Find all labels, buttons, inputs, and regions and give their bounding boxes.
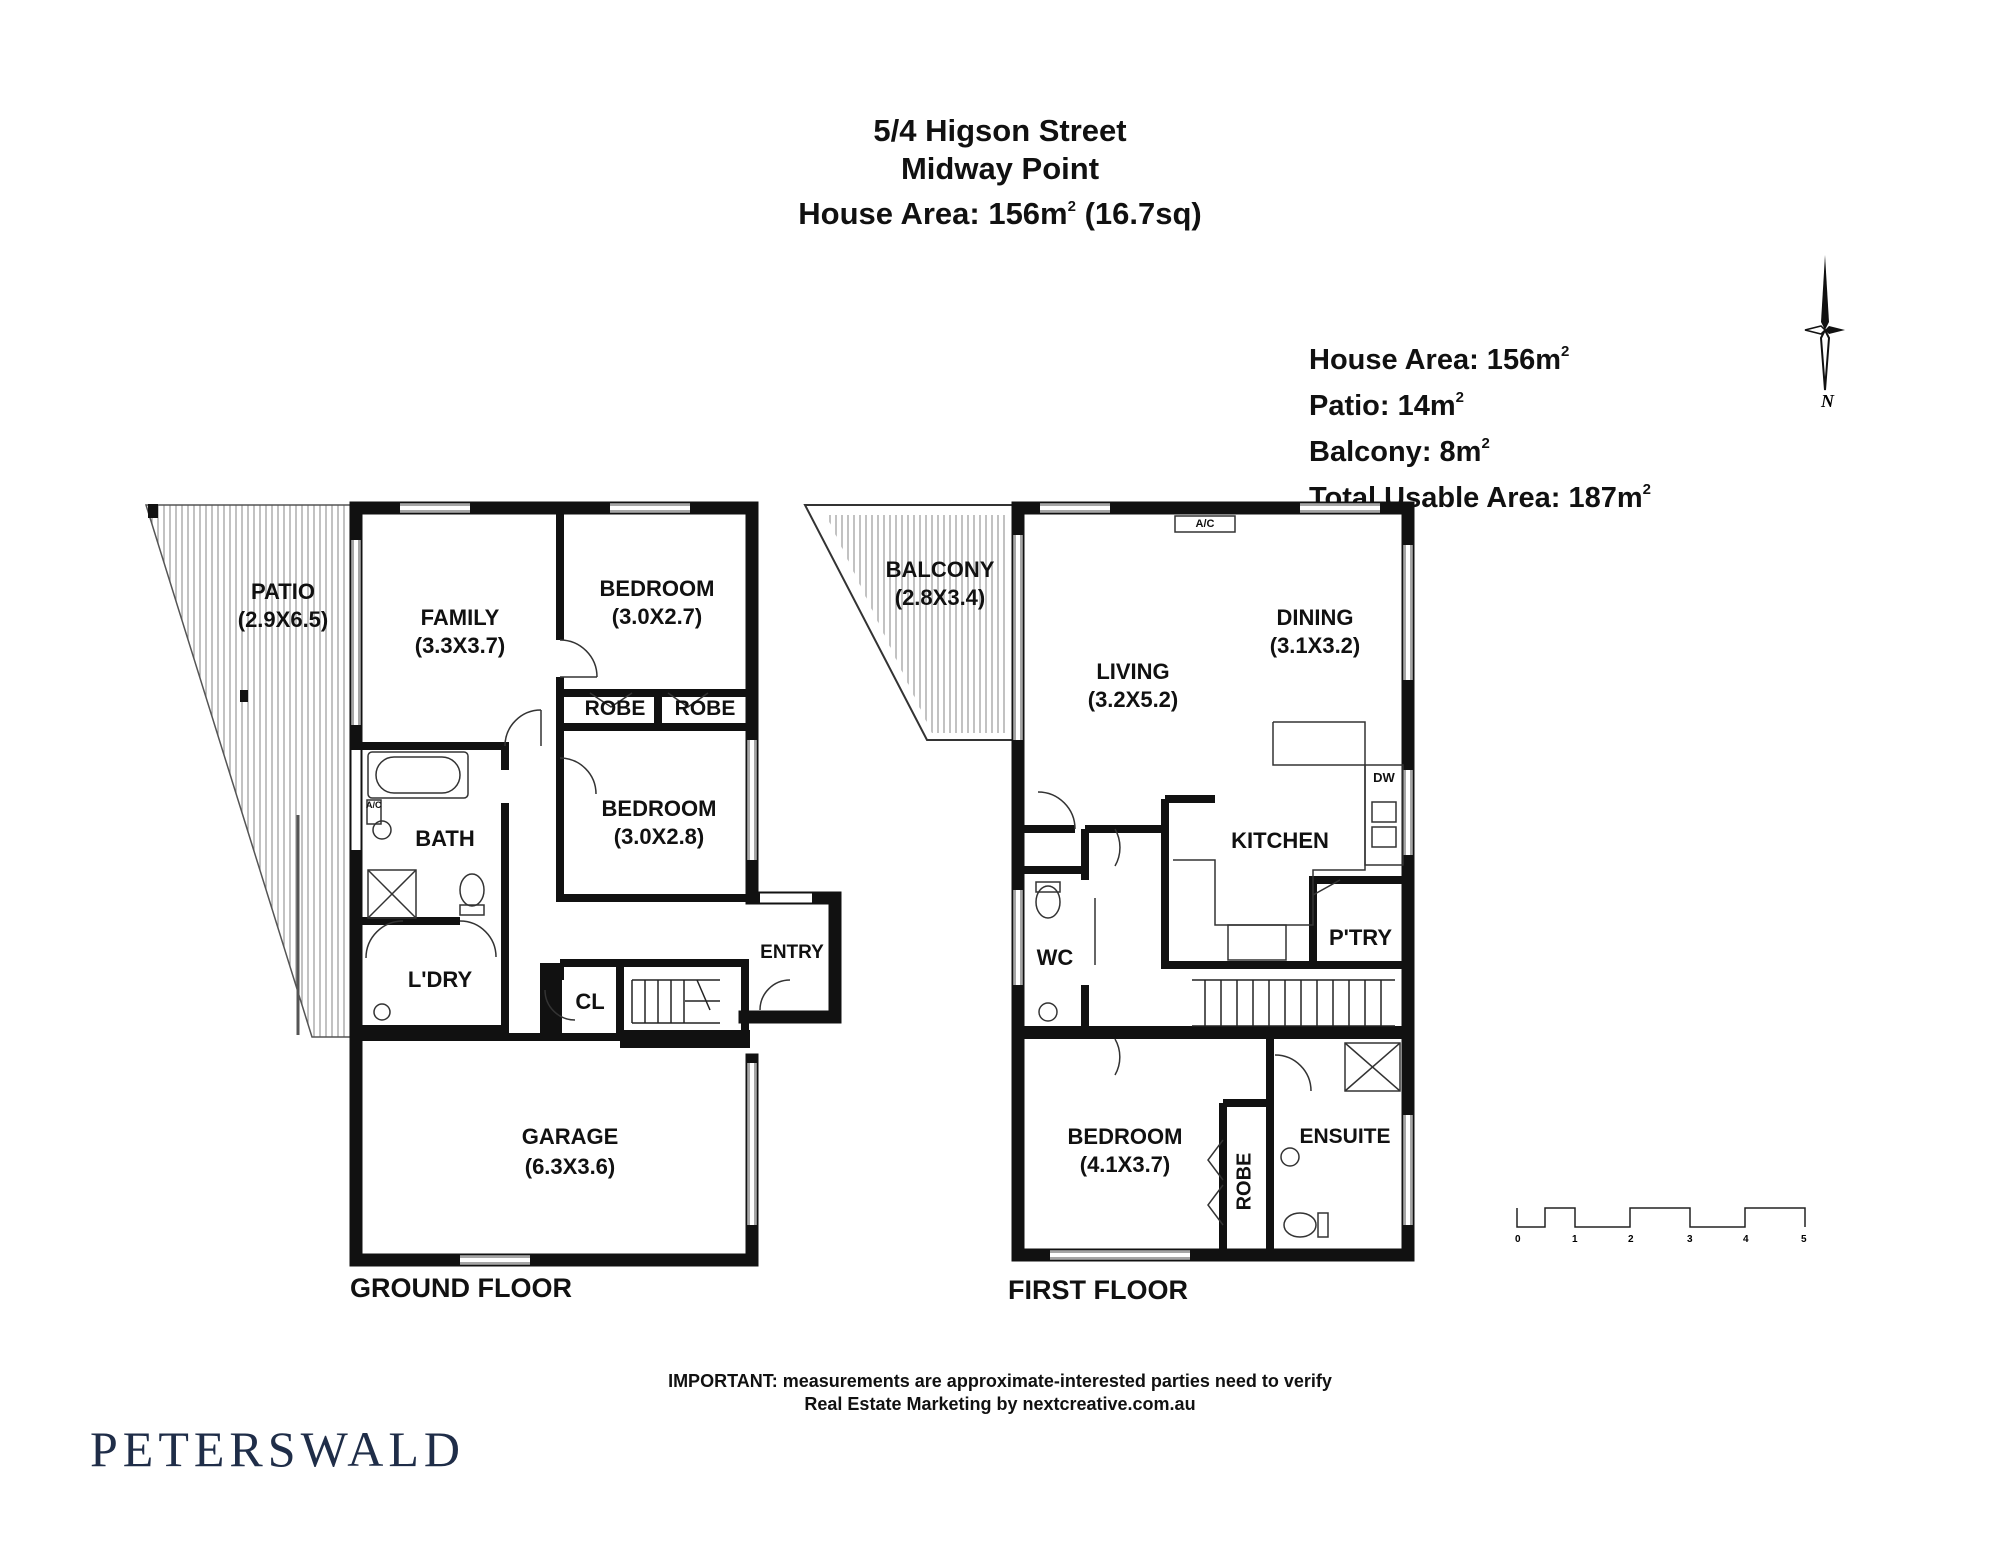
- kitchen-label: KITCHEN: [1231, 828, 1329, 853]
- ensuite-label: ENSUITE: [1299, 1125, 1391, 1148]
- scale-tick-5: 5: [1801, 1234, 1807, 1245]
- ground-floor-label: GROUND FLOOR: [350, 1273, 572, 1303]
- address-line-2: Midway Point: [900, 151, 1100, 186]
- cl-label: CL: [575, 989, 605, 1014]
- north-label: N: [1820, 391, 1835, 410]
- scale-tick-0: 0: [1515, 1234, 1521, 1245]
- garage-label: GARAGE(6.3X3.6): [521, 1124, 619, 1179]
- area-patio: Patio: 14m2: [1309, 389, 1465, 422]
- patio-label: PATIO(2.9X6.5): [237, 579, 329, 632]
- bedroom-gf2-label: BEDROOM(3.0X2.8): [601, 796, 717, 849]
- plan-title: 5/4 Higson Street Midway Point House Are…: [0, 112, 2000, 233]
- dishwasher-label: DW: [1373, 770, 1395, 785]
- disclaimer: IMPORTANT: measurements are approximate-…: [0, 1370, 2000, 1416]
- scale-tick-1: 1: [1572, 1234, 1578, 1245]
- living-label: LIVING(3.2X5.2): [1087, 659, 1179, 712]
- wc-label: WC: [1036, 945, 1074, 970]
- north-arrow-icon: N: [1804, 255, 1845, 410]
- pantry-label: P'TRY: [1328, 925, 1393, 950]
- house-area-line: House Area: 156m2 (16.7sq): [798, 196, 1202, 231]
- ground-floor: [144, 501, 842, 1267]
- area-balcony: Balcony: 8m2: [1309, 435, 1490, 468]
- area-house: House Area: 156m2: [1309, 343, 1570, 376]
- robe-ff-label: ROBE: [1233, 1152, 1256, 1211]
- robe-gf1-label: ROBE: [584, 697, 646, 720]
- bedroom-gf1-label: BEDROOM(3.0X2.7): [599, 576, 715, 629]
- ac-ff-label: A/C: [1195, 518, 1215, 530]
- brand-logo: PETERSWALD: [90, 1421, 465, 1477]
- entry-label: ENTRY: [760, 942, 824, 963]
- address-line-1: 5/4 Higson Street: [873, 113, 1127, 148]
- family-label: FAMILY(3.3X3.7): [414, 605, 506, 658]
- important-note: IMPORTANT: measurements are approximate-…: [668, 1371, 1332, 1391]
- bedroom-ff-label: BEDROOM(4.1X3.7): [1067, 1124, 1183, 1177]
- dining-label: DINING(3.1X3.2): [1269, 605, 1361, 658]
- laundry-label: L'DRY: [407, 967, 473, 992]
- scale-tick-3: 3: [1687, 1234, 1693, 1245]
- first-floor: [803, 501, 1415, 1262]
- first-floor-label: FIRST FLOOR: [1008, 1275, 1188, 1305]
- scale-tick-4: 4: [1743, 1234, 1749, 1245]
- bath-label: BATH: [415, 826, 475, 851]
- balcony-label: BALCONY(2.8X3.4): [885, 557, 995, 610]
- robe-gf2-label: ROBE: [674, 697, 736, 720]
- scale-bar: 0 1 2 3 4 5: [1515, 1207, 1807, 1245]
- marketing-credit: Real Estate Marketing by nextcreative.co…: [804, 1394, 1196, 1414]
- ac-gf-label: A/C: [366, 800, 382, 810]
- scale-tick-2: 2: [1628, 1234, 1634, 1245]
